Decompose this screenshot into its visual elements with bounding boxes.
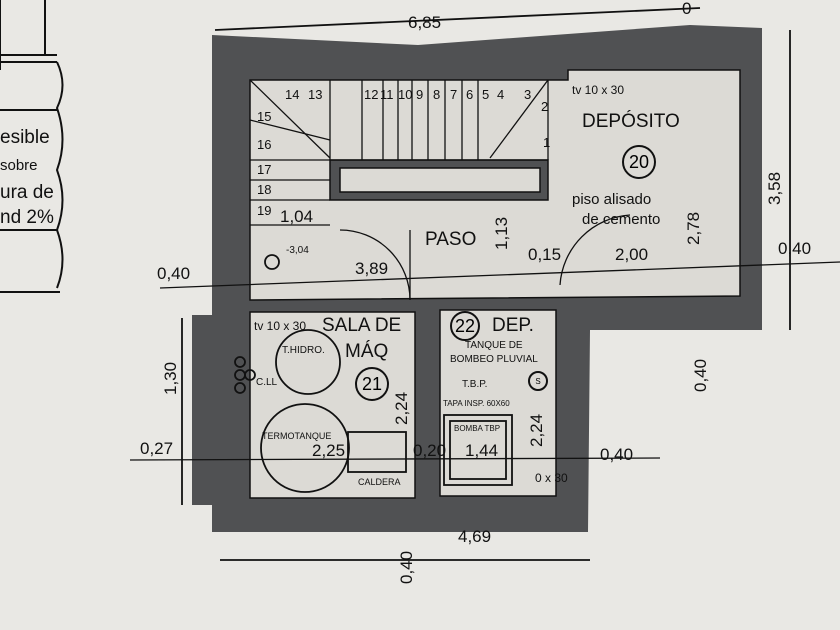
dimension: 2,24 bbox=[527, 413, 546, 447]
label: T.B.P. bbox=[462, 379, 488, 390]
hydro-tank bbox=[275, 329, 341, 395]
symbol: S bbox=[528, 371, 548, 391]
water-heater bbox=[260, 403, 350, 493]
dimension: 1,44 bbox=[465, 441, 499, 460]
step: 17 bbox=[257, 162, 272, 177]
step: 5 bbox=[482, 87, 490, 102]
stairs bbox=[129, 79, 840, 461]
dimension: 0 bbox=[682, 0, 692, 18]
dimension: 0,40 bbox=[157, 264, 191, 283]
label: T.HIDRO. bbox=[282, 345, 325, 356]
dimension: 0,20 bbox=[413, 441, 447, 460]
dimension: 3,89 bbox=[355, 259, 389, 278]
label: TANQUE DE bbox=[465, 340, 523, 351]
level-marker-icon bbox=[264, 254, 280, 270]
dimension: 0,40 bbox=[778, 239, 812, 258]
step: 2 bbox=[541, 99, 549, 114]
dimension: 0,40 bbox=[600, 445, 634, 464]
step: 14 bbox=[285, 87, 300, 102]
step: 4 bbox=[497, 87, 505, 102]
vent-note: tv 10 x 30 bbox=[254, 319, 307, 333]
vent-note: tv 10 x 30 bbox=[572, 83, 625, 97]
floor-note: de cemento bbox=[582, 211, 661, 228]
dimension: 0,40 bbox=[691, 358, 710, 392]
room-name-sala: MÁQ bbox=[345, 341, 389, 362]
dimension: 1,30 bbox=[161, 361, 180, 395]
step: 7 bbox=[450, 87, 458, 102]
dimension: 6,85 bbox=[408, 13, 442, 32]
level-label: -3,04 bbox=[286, 245, 309, 256]
room-number: 21 bbox=[355, 367, 389, 401]
dimension: 0,27 bbox=[140, 439, 174, 458]
step: 8 bbox=[433, 87, 441, 102]
step: 3 bbox=[524, 87, 532, 102]
room-name-sala: SALA DE bbox=[322, 315, 402, 336]
dimension: 3,58 bbox=[765, 171, 784, 205]
note-line: ura de bbox=[0, 182, 54, 203]
step: 9 bbox=[416, 87, 424, 102]
room-name-paso: PASO bbox=[425, 229, 477, 250]
label: C.LL bbox=[256, 377, 278, 388]
step: 6 bbox=[466, 87, 474, 102]
adjacent-plan bbox=[0, 0, 64, 293]
floor-note: piso alisado bbox=[572, 191, 652, 208]
step: 11 bbox=[380, 87, 394, 102]
step: 18 bbox=[257, 182, 272, 197]
step: 19 bbox=[257, 203, 272, 218]
step: 12 bbox=[364, 87, 379, 102]
room-dep-22 bbox=[439, 309, 557, 497]
dimension: 0,40 bbox=[397, 550, 416, 584]
dimension: 4,69 bbox=[458, 527, 492, 546]
label: TERMOTANQUE bbox=[262, 431, 332, 441]
room-sala-maquinas bbox=[249, 311, 416, 499]
label: BOMBA TBP bbox=[454, 424, 501, 433]
label: BOMBEO PLUVIAL bbox=[450, 354, 538, 365]
room-number: 20 bbox=[622, 145, 656, 179]
inspection-cover bbox=[443, 414, 513, 486]
step: 1 bbox=[543, 135, 551, 150]
dimension: 2,00 bbox=[615, 245, 649, 264]
room-name-deposito: DEPÓSITO bbox=[582, 111, 680, 132]
room-number: 22 bbox=[450, 311, 480, 341]
note-line: nd 2% bbox=[0, 207, 54, 228]
note-line: esible bbox=[0, 127, 50, 148]
label: CALDERA bbox=[358, 477, 401, 487]
dimension: 2,78 bbox=[684, 211, 703, 245]
boiler bbox=[347, 431, 407, 473]
step: 15 bbox=[257, 109, 272, 124]
dimension: 2,24 bbox=[392, 391, 411, 425]
dimension: 2,25 bbox=[312, 441, 346, 460]
dimension: 0,15 bbox=[528, 245, 562, 264]
vent-note: 0 x 30 bbox=[535, 471, 568, 485]
dimension: 1,04 bbox=[280, 207, 314, 226]
dimension: 1,13 bbox=[492, 216, 511, 250]
step: 16 bbox=[257, 137, 272, 152]
step: 13 bbox=[308, 87, 323, 102]
note-line: sobre bbox=[0, 157, 38, 174]
step: 10 bbox=[398, 87, 413, 102]
label: TAPA INSP. 60X60 bbox=[443, 399, 510, 408]
room-name-dep: DEP. bbox=[492, 315, 534, 336]
